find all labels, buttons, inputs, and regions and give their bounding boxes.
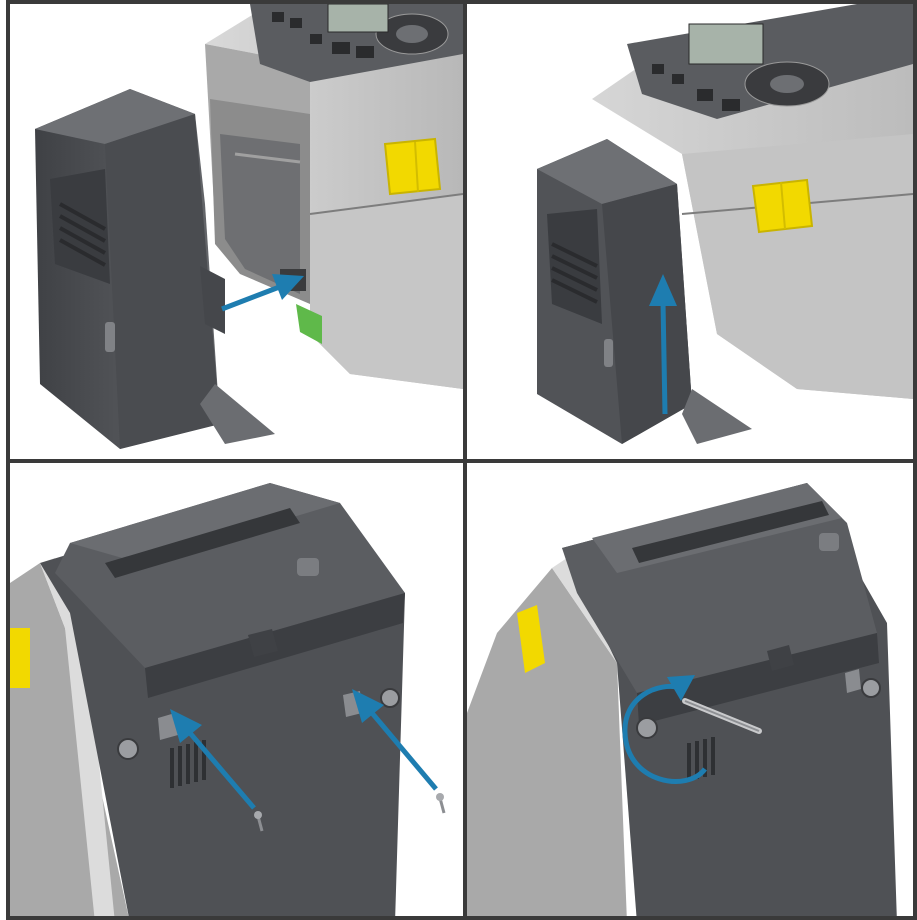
screw-icon xyxy=(436,793,446,814)
connector-icon xyxy=(296,304,322,344)
printer-body xyxy=(467,483,897,916)
panel-tighten-screws xyxy=(463,459,917,920)
panel-insert-screws xyxy=(6,459,467,920)
printer-body xyxy=(592,4,913,399)
zebra-logo-icon xyxy=(604,339,613,367)
side-module xyxy=(537,139,752,444)
zebra-logo-icon xyxy=(105,322,115,352)
arrow-icon xyxy=(649,274,677,415)
latch-icon xyxy=(383,137,442,196)
panel-3-illustration xyxy=(10,483,446,916)
panel-2-illustration xyxy=(537,4,913,444)
zebra-logo-icon xyxy=(819,533,839,551)
arrow-icon xyxy=(170,709,256,810)
arrow-icon xyxy=(221,274,304,312)
rotate-arrow-icon xyxy=(622,675,707,784)
latch-icon xyxy=(10,628,30,688)
side-module xyxy=(35,89,275,449)
screw-icon xyxy=(254,811,264,832)
panel-1-illustration xyxy=(35,4,463,449)
screwdriver-icon xyxy=(682,698,762,734)
arrow-icon xyxy=(352,689,438,791)
zebra-logo-icon xyxy=(297,558,319,576)
latch-icon xyxy=(517,605,545,673)
panel-slide-module xyxy=(463,0,917,463)
panel-attach-module xyxy=(6,0,467,463)
printer-body xyxy=(10,483,405,916)
printer-body xyxy=(205,4,463,389)
panel-4-illustration xyxy=(467,483,897,916)
